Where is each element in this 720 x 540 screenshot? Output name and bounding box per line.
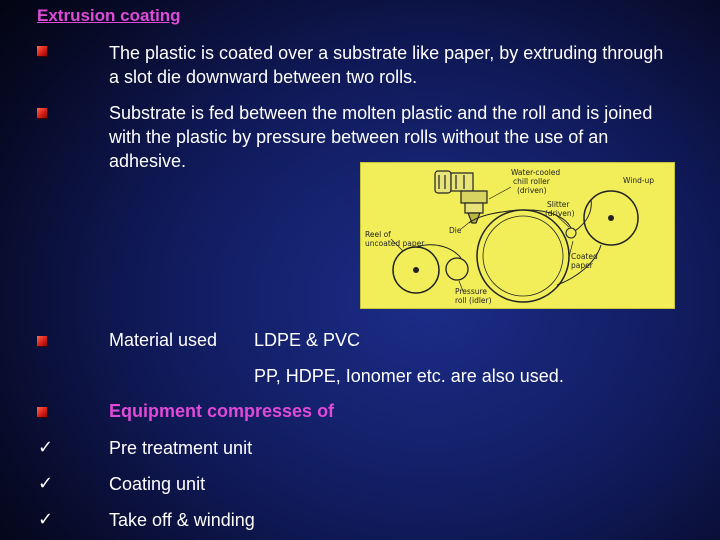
material-label: Material used [109,330,218,350]
bullet-icon [37,407,47,417]
bullet-icon [37,46,47,56]
equipment-item: Pre treatment unit [109,438,253,458]
label-slitter-1: Slitter [547,200,570,209]
label-reel-2: uncoated paper [365,239,425,248]
label-chill-roller-3: (driven) [517,186,547,195]
label-windup: Wind-up [623,176,654,185]
paragraph-2: Substrate is fed between the molten plas… [109,103,653,171]
label-die: Die [449,226,462,235]
bullet-icon [37,108,47,118]
chill-roll [476,209,570,303]
diagram-svg: Water-cooled chill roller (driven) Wind-… [365,168,654,305]
extrusion-coating-diagram: Water-cooled chill roller (driven) Wind-… [360,162,675,309]
extruder-icon [434,170,488,224]
label-reel-1: Reel of [365,230,391,239]
equipment-heading: Equipment compresses of [109,401,335,421]
material-extra: PP, HDPE, Ionomer etc. are also used. [254,366,564,386]
label-pressure-2: roll (idler) [455,296,492,305]
label-chill-roller-2: chill roller [513,177,551,186]
pressure-roll [445,257,469,281]
windup-reel [583,190,639,246]
equipment-item: Coating unit [109,474,206,494]
label-chill-roller-1: Water-cooled [511,168,560,177]
slitter-roll [565,227,577,239]
slide-title: Extrusion coating [37,6,181,25]
equipment-item: Take off & winding [109,510,255,530]
label-coated-2: paper [571,261,594,270]
label-coated-1: Coated [571,252,598,261]
material-value: LDPE & PVC [254,330,361,350]
label-slitter-2: (driven) [545,209,575,218]
bullet-icon [37,336,47,346]
paragraph-1: The plastic is coated over a substrate l… [109,43,664,87]
check-icon: ✓ [38,437,54,458]
check-icon: ✓ [38,473,54,494]
label-pressure-1: Pressure [455,287,487,296]
check-icon: ✓ [38,509,54,530]
